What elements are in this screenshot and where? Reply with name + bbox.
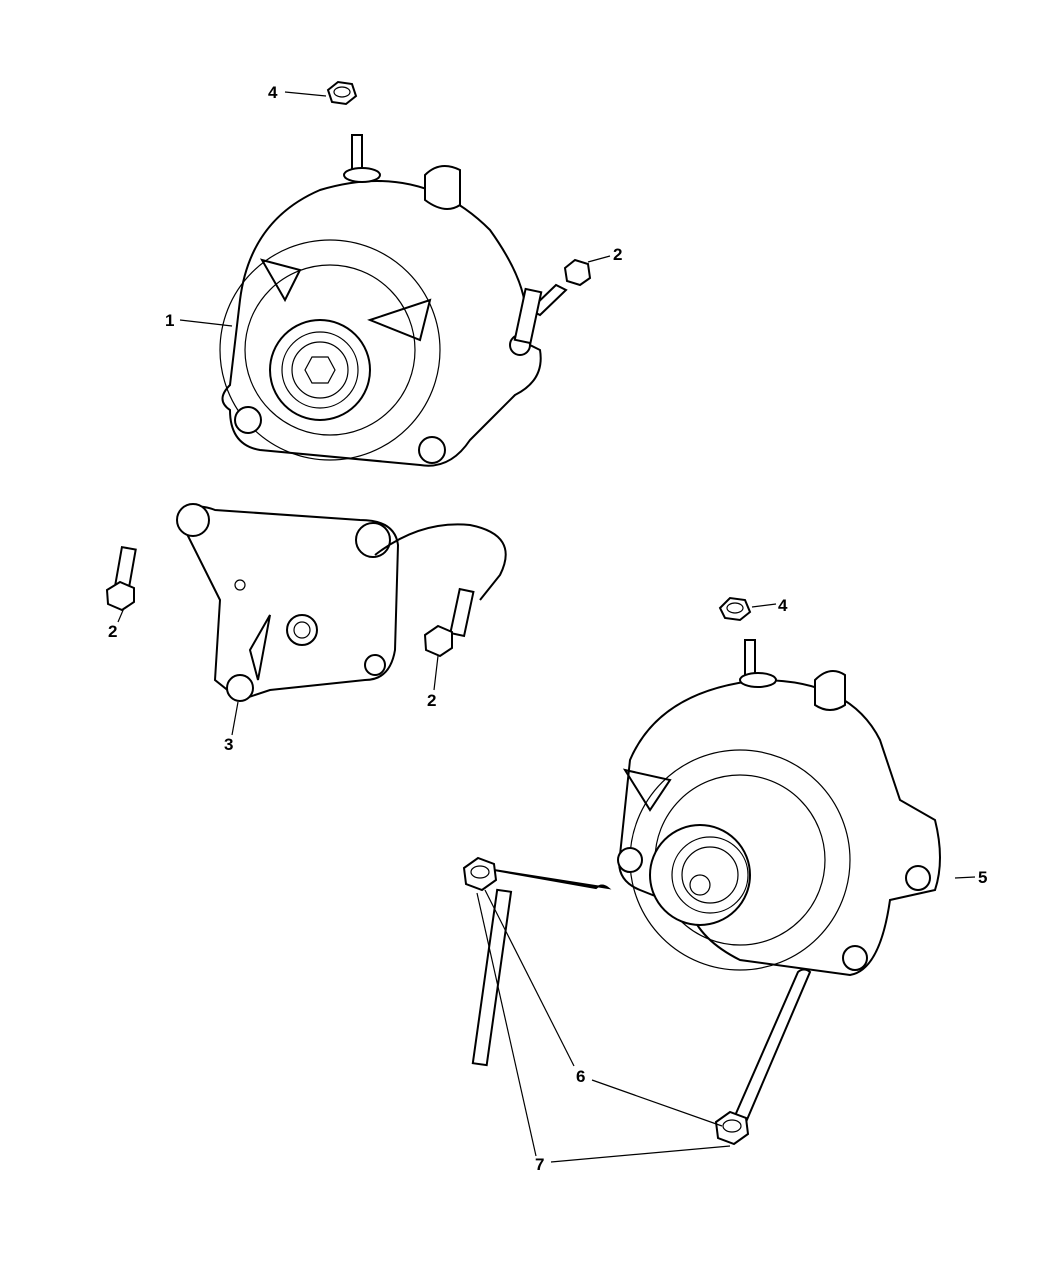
callout-6: 6 [576,1067,585,1086]
long-bolt-left [471,888,513,1067]
bolt-upper-right [513,258,592,345]
nut-top [326,80,358,106]
nut-bottom [718,596,752,622]
callout-4-bottom: 4 [778,596,788,615]
bolt-middle [423,587,475,658]
callout-5: 5 [978,868,987,887]
callout-4-top: 4 [268,83,278,102]
alternator-top [219,134,542,467]
callout-2-middle: 2 [427,691,436,710]
callout-2-upper: 2 [613,245,622,264]
callout-2-left: 2 [108,622,117,641]
callout-1: 1 [165,311,174,330]
long-bolt-right [714,968,812,1146]
long-bolt-left-drawn [462,856,612,892]
alternator-bottom [617,639,941,977]
leader-lines [117,91,976,1163]
mounting-bracket [176,503,507,702]
callout-7: 7 [535,1155,544,1174]
callout-3: 3 [224,735,233,754]
bolt-left [105,545,137,612]
